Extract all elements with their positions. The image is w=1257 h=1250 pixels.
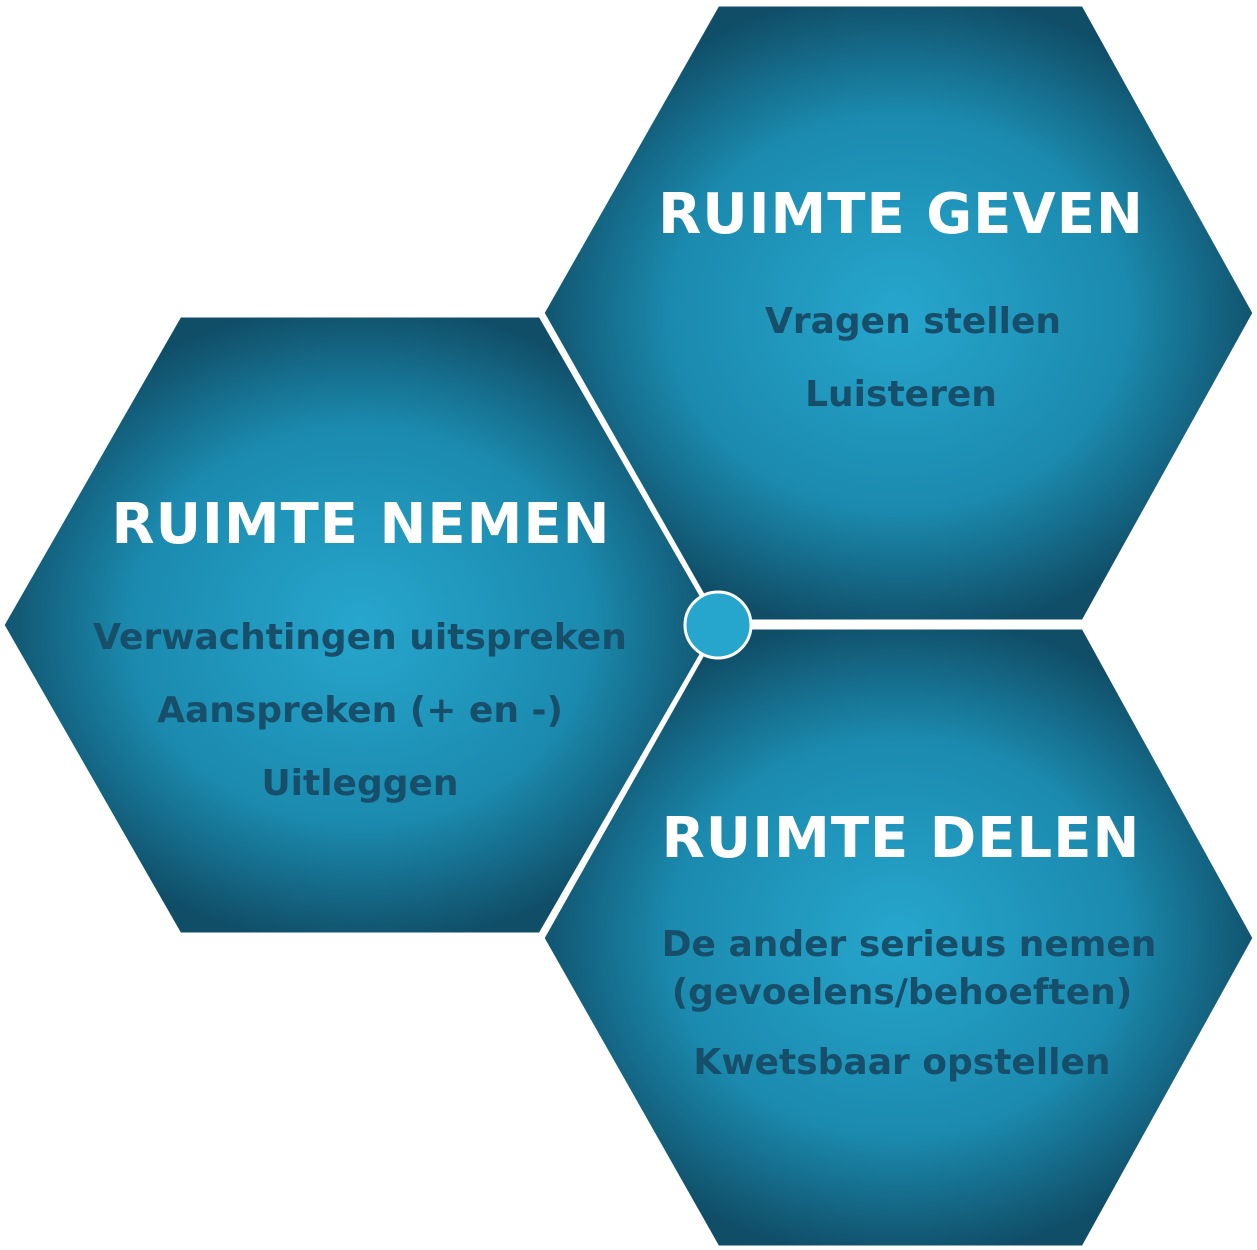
connector-line [541,312,720,626]
connector-lines [541,312,1083,939]
hexagon-ruimte-nemen: RUIMTE NEMEN Verwachtingen uitspreken Aa… [1,314,720,936]
hexagon-item: Uitleggen [261,763,458,804]
hexagon-title: RUIMTE DELEN [662,806,1141,871]
hexagon-item: Verwachtingen uitspreken [93,617,627,658]
connector-line [541,624,720,939]
hexagon-shape [1,314,720,936]
hexagon-ruimte-geven: RUIMTE GEVEN Vragen stellen Luisteren [541,3,1256,623]
hexagon-item: Aanspreken (+ en -) [157,690,563,731]
hexagon-ruimte-delen: RUIMTE DELEN De ander serieus nemen (gev… [541,626,1256,1249]
hexagon-item: Luisteren [805,374,997,415]
hexagon-item: De ander serieus nemen [662,924,1157,965]
center-node [683,590,753,660]
hexagon-item: (gevoelens/behoeften) [672,972,1133,1013]
hexagon-title: RUIMTE GEVEN [658,182,1144,247]
hexagon-title: RUIMTE NEMEN [111,492,610,557]
hexagon-item: Vragen stellen [765,301,1061,342]
hexagon-item: Kwetsbaar opstellen [693,1042,1110,1083]
